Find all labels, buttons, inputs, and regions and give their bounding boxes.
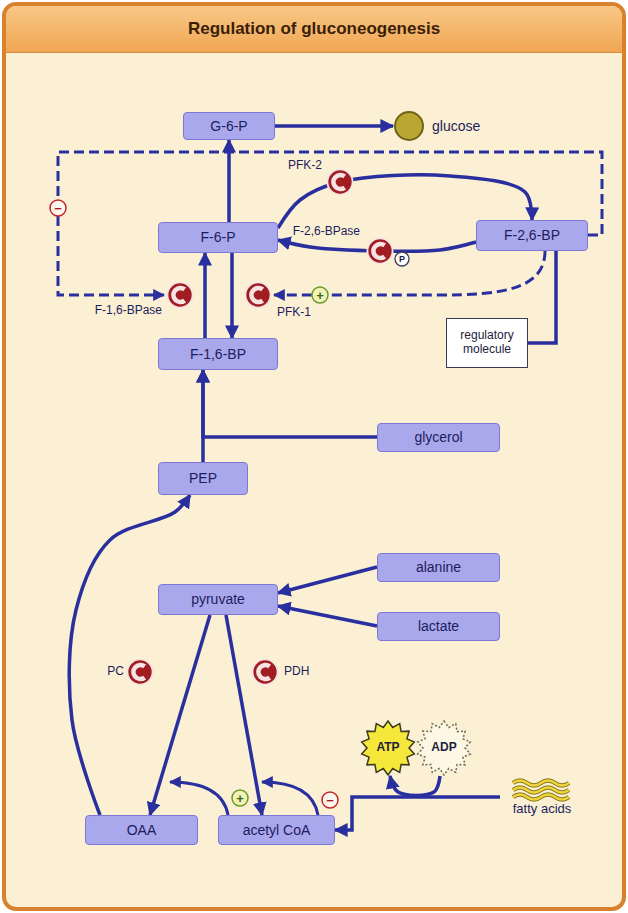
burst-shape [362, 721, 415, 775]
node-text: glucose [432, 118, 480, 134]
enzyme-label: PFK-1 [277, 306, 311, 319]
chain-line [513, 787, 569, 792]
pathway-arrow [150, 615, 210, 815]
sign-circle [232, 790, 248, 806]
activation-arrow [170, 782, 228, 815]
activation-sign: + [316, 289, 324, 302]
glucose-circle [395, 112, 423, 140]
pathway-arrow [201, 370, 205, 462]
node-text: glycerol [414, 429, 462, 445]
pathway-arrow [390, 776, 440, 795]
enzyme-label: F-1,6-BPase [95, 304, 162, 317]
fatty-acid-node: fatty acids [500, 775, 584, 819]
phosphate-circle [395, 252, 409, 266]
glucose-node: glucose [393, 110, 480, 142]
chain-line [513, 780, 569, 785]
node-text: F-1,6-BP [190, 346, 246, 362]
glucose-icon [393, 110, 425, 142]
pathway-arrow [275, 124, 393, 128]
pathway-arrow [335, 797, 500, 830]
enzyme-icon [167, 282, 192, 307]
chain-outline [513, 787, 569, 792]
node-text: ADP [431, 741, 456, 755]
substrate-box: lactate [377, 612, 500, 641]
metabolite-box: F-1,6-BP [158, 338, 278, 370]
pathway-arrow [278, 567, 377, 593]
metabolite-box: PEP [158, 462, 248, 495]
metabolite-box: acetyl CoA [218, 815, 335, 845]
node-text: F-6-P [201, 229, 236, 245]
enzyme-icon [127, 659, 152, 684]
enzyme-icon [367, 238, 392, 263]
enzyme-label: PC [107, 665, 124, 678]
node-text: acetyl CoA [243, 822, 311, 838]
sign-circle [50, 200, 66, 216]
sign-circle [322, 792, 338, 808]
metabolite-box: pyruvate [158, 584, 278, 615]
burst-shape [418, 721, 471, 775]
phosphate-label: P [399, 255, 405, 264]
node-text: G-6-P [210, 118, 247, 134]
metabolite-box: F-2,6-BP [476, 220, 588, 251]
inhibition-line [58, 152, 602, 295]
node-text: regulatory molecule [450, 329, 524, 357]
enzyme-icon [252, 659, 277, 684]
inhibition-sign: − [326, 794, 334, 807]
substrate-box: alanine [377, 553, 500, 582]
node-text: ATP [376, 741, 399, 755]
adp-burst: ADP [416, 720, 472, 776]
enzyme-icon [245, 282, 270, 307]
node-text: pyruvate [191, 591, 245, 607]
substrate-box: glycerol [377, 423, 500, 452]
pathway-arrow [226, 615, 262, 815]
chain-line [513, 794, 569, 799]
metabolite-box: G-6-P [183, 112, 275, 140]
enzyme-label: PDH [284, 665, 309, 678]
sign-circle [312, 287, 328, 303]
node-text: PEP [189, 470, 217, 486]
inhibition-arrow [262, 782, 318, 815]
pathway-arrow [203, 370, 377, 437]
metabolite-box: OAA [85, 815, 198, 845]
atp-burst: ATP [360, 720, 416, 776]
chain-outline [513, 780, 569, 785]
enzyme-icon [327, 169, 352, 194]
node-text: alanine [416, 559, 461, 575]
node-text: lactate [418, 618, 459, 634]
node-text: F-2,6-BP [504, 227, 560, 243]
pathway-arrow [278, 606, 377, 626]
enzyme-label: F-2,6-BPase [293, 225, 360, 238]
pathway-arrow [203, 253, 207, 338]
diagram-title: Regulation of gluconeogenesis [0, 19, 628, 39]
pathway-arrow [528, 251, 556, 343]
fatty-acid-icon [510, 778, 574, 802]
activation-sign: + [236, 792, 244, 805]
chain-outline [513, 794, 569, 799]
pathway-arrow [69, 495, 190, 815]
inhibition-sign: − [54, 202, 62, 215]
enzyme-label: PFK-2 [288, 159, 322, 172]
metabolite-box: F-6-P [158, 222, 278, 253]
node-text: OAA [127, 822, 157, 838]
pathway-arrow [227, 140, 231, 222]
node-text: fatty acids [513, 802, 572, 817]
pathway-arrow [230, 253, 234, 338]
note-box: regulatory molecule [446, 318, 528, 368]
